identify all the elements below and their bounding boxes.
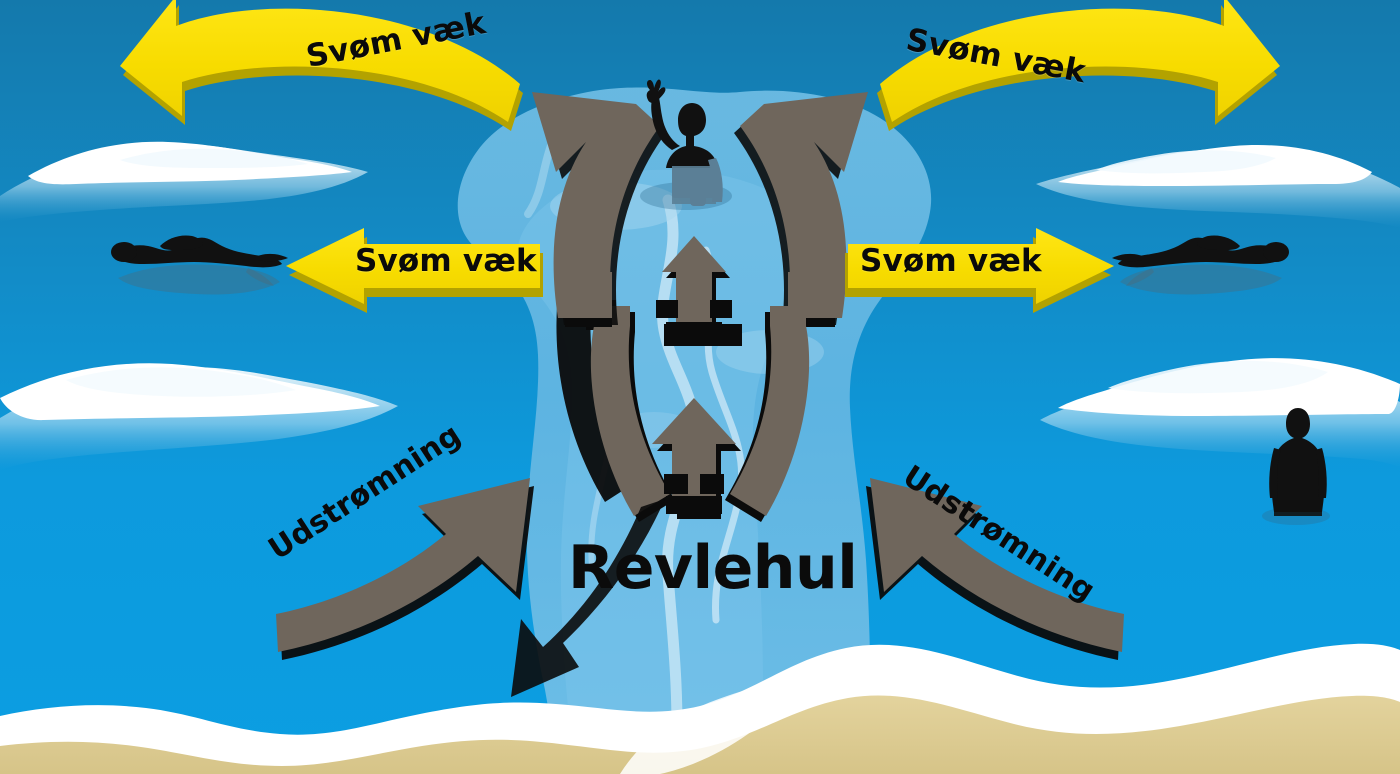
rip-arrow-lower-right (725, 306, 810, 522)
swimmer-figure-right (1112, 235, 1289, 295)
breaking-wave-foam-upper-left (0, 141, 368, 222)
outflow-arrow-right (866, 478, 1124, 660)
breaking-wave-foam-mid-left (0, 363, 398, 470)
breaking-wave-foam-upper-right (1036, 145, 1400, 228)
outflow-arrow-left (276, 478, 534, 660)
swim-away-arrow-mid-right (845, 228, 1114, 313)
swimmer-figure-left (111, 235, 288, 295)
swim-away-arrow-mid-left (286, 228, 543, 313)
swim-away-arrow-top-right (877, 0, 1280, 131)
rip-arrow-center-lower (652, 398, 741, 519)
distressed-swimmer-figure (640, 79, 732, 210)
shoreline (0, 643, 1400, 774)
swim-away-arrow-top-left (120, 0, 523, 131)
rip-feeder-left (511, 499, 665, 697)
rip-arrow-left-curve (532, 92, 666, 327)
rip-arrow-center-upper (656, 236, 742, 346)
wader-figure-right (1262, 408, 1330, 525)
